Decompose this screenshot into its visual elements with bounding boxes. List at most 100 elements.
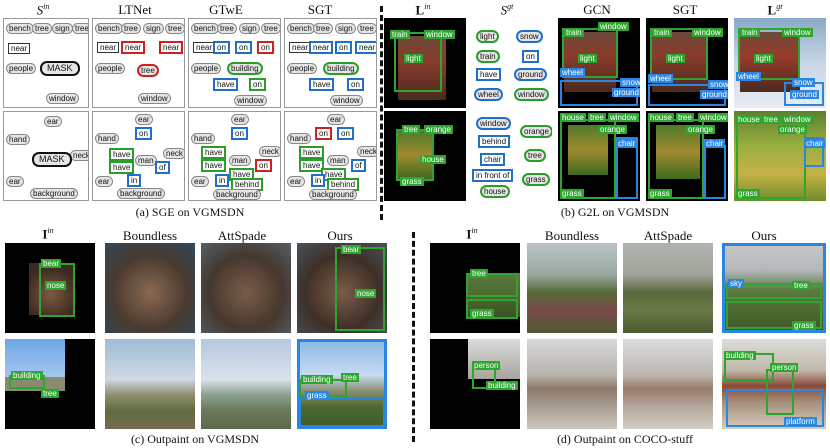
node: tree	[313, 23, 333, 34]
node: tree	[217, 23, 237, 34]
node: tree	[261, 23, 280, 34]
node: window	[46, 93, 79, 104]
garden-image	[656, 125, 700, 179]
header-lgt: Lgt	[767, 2, 783, 18]
node: man	[135, 155, 157, 166]
tag: window	[608, 113, 639, 122]
caption-sge: (a) SGE on VGMSDN	[135, 205, 245, 219]
header-sgt: SGT	[307, 2, 333, 17]
tag: orange	[778, 125, 807, 134]
sge-ltnet-bottom: ear on hand have neck man have of ear in…	[92, 111, 185, 201]
node: ear	[135, 114, 153, 125]
tag: building	[11, 371, 43, 380]
tag: grass	[305, 391, 329, 400]
g2l-lgt-top: train window light wheel snow ground	[734, 18, 826, 108]
tag: ground	[790, 90, 819, 99]
tag: nose	[45, 281, 67, 290]
node: hand	[6, 134, 30, 145]
node: bench	[6, 23, 34, 34]
tag: orange	[424, 125, 453, 134]
tag: building	[486, 381, 518, 390]
tag: light	[578, 54, 597, 63]
node: people	[6, 63, 37, 74]
tag: tree	[762, 115, 780, 124]
tag: grass	[648, 189, 672, 198]
node: have	[109, 148, 135, 161]
header-boundless-vg: Boundless	[122, 228, 178, 243]
tag: chair	[804, 139, 826, 148]
header-lin: Lin	[415, 2, 431, 18]
box	[726, 301, 822, 329]
node: tree	[165, 23, 184, 34]
node: near	[121, 41, 146, 54]
tag: nose	[355, 289, 377, 298]
node: ear	[287, 176, 305, 187]
box	[466, 273, 518, 297]
node: ground	[514, 68, 547, 81]
tag: ground	[700, 90, 728, 99]
node: background	[309, 189, 357, 200]
node: behind	[231, 178, 264, 191]
node: building	[227, 62, 263, 75]
node: background	[213, 189, 261, 200]
node: grass	[522, 173, 550, 186]
divider-vertical-bottom	[412, 232, 415, 442]
node: on	[337, 127, 354, 140]
tag: window	[782, 115, 813, 124]
mask-node: MASK	[40, 61, 80, 76]
tag: tree	[470, 269, 488, 278]
sge-gtwe-top: bench tree sign tree near on on on peopl…	[188, 18, 281, 108]
node: on	[315, 127, 332, 140]
node: near	[193, 42, 216, 53]
tag: train	[740, 28, 760, 37]
node: snow	[516, 30, 543, 43]
node: near	[289, 42, 312, 53]
node: house	[480, 185, 510, 198]
node: on	[249, 78, 266, 91]
train-image	[398, 36, 446, 100]
tag: tree	[792, 281, 810, 290]
node: near	[309, 41, 334, 54]
node: near	[355, 41, 376, 54]
tag: wheel	[560, 68, 585, 77]
node: man	[327, 155, 349, 166]
box	[704, 145, 726, 199]
node: of	[155, 161, 170, 174]
node: have	[476, 68, 502, 81]
coco-ours-bottom: building person platform	[722, 339, 826, 429]
vg-input-top: bear nose	[5, 243, 95, 333]
node: sign	[52, 23, 73, 34]
node: neck	[259, 146, 280, 157]
g2l-lin-top: train window light	[384, 18, 466, 108]
node: tree	[137, 64, 159, 77]
caption-g2l: (b) G2L on VGMSDN	[560, 205, 670, 219]
node: window	[234, 95, 267, 106]
box	[804, 137, 824, 167]
node: ear	[231, 114, 249, 125]
node: sign	[143, 23, 164, 34]
node: neck	[70, 150, 88, 161]
tag: house	[736, 115, 762, 124]
node: ear	[327, 114, 345, 125]
node: ear	[6, 176, 24, 187]
divider-vertical-top	[380, 6, 383, 220]
vg-boundless-bottom	[105, 339, 195, 429]
tag: house	[560, 113, 586, 122]
vg-attspade-top	[201, 243, 291, 333]
box	[726, 389, 824, 427]
node: sign	[335, 23, 356, 34]
sge-ltnet-top: bench tree sign tree near near near peop…	[92, 18, 185, 108]
node: window	[330, 95, 363, 106]
g2l-sgt-bottom: window orange behind chair tree in front…	[470, 111, 552, 201]
tag: tree	[341, 373, 359, 382]
header-iin-vg: Iin	[42, 226, 54, 242]
node: wheel	[474, 88, 503, 101]
tag: orange	[686, 125, 715, 134]
header-attspade-coco: AttSpade	[643, 228, 693, 243]
tag: snow	[708, 80, 728, 89]
tag: chair	[704, 139, 726, 148]
vg-attspade-bottom	[201, 339, 291, 429]
node: have	[299, 159, 325, 172]
tag: grass	[560, 189, 584, 198]
node: hand	[191, 133, 215, 144]
